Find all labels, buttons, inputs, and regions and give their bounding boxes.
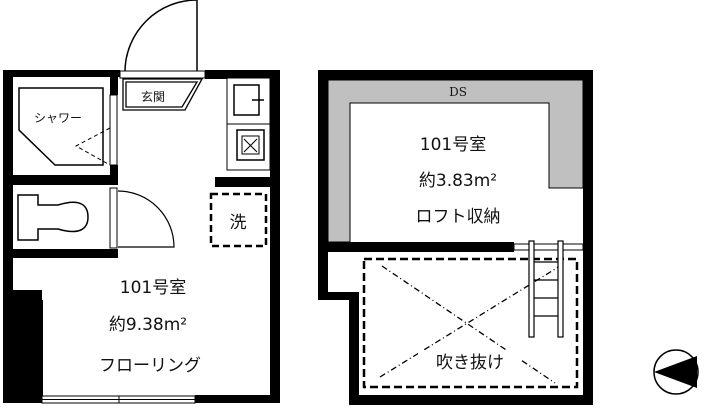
void-area [362, 257, 579, 389]
shower-door-swing [74, 127, 111, 166]
room-area: 約9.38m² [109, 315, 187, 335]
entrance-threshold [119, 70, 206, 79]
stove-icon [236, 129, 265, 161]
outer-wall-bottom [195, 395, 280, 403]
toilet-door-frame [109, 187, 118, 249]
loft-wall [328, 242, 514, 252]
interior-wall [13, 249, 118, 258]
floor-type: フローリング [99, 356, 201, 376]
shower-label: シャワー [34, 111, 82, 125]
interior-wall [215, 177, 270, 187]
compass-icon [653, 349, 699, 395]
shower-door-frame [109, 94, 118, 166]
loft-area: 約3.83m² [419, 171, 497, 191]
interior-wall [13, 175, 118, 185]
outer-wall-left [3, 70, 42, 403]
loft-room-number: 101号室 [420, 135, 486, 155]
ladder-icon [528, 240, 564, 338]
first-floor-plan: 玄関 シャワー 洗 101号室 約9.38m² フローリング [3, 0, 280, 404]
toilet-door[interactable] [117, 190, 175, 248]
washer-label: 洗 [230, 213, 247, 233]
shower-wall [110, 77, 118, 95]
toilet-icon [17, 194, 89, 241]
loft-room-type: ロフト収納 [416, 207, 501, 227]
outer-wall-top-right [205, 70, 280, 79]
ds-label: DS [449, 85, 467, 99]
entrance-area [122, 78, 204, 111]
loft-plan: DS 吹き抜け 101号室 約3.83m² ロフト収納 [318, 70, 593, 405]
washer-space [209, 192, 268, 248]
entrance-label: 玄関 [141, 89, 165, 104]
sink-icon [233, 84, 264, 116]
shower-tray [18, 87, 104, 166]
void-label: 吹き抜け [436, 353, 504, 373]
outer-wall-right [270, 70, 280, 403]
entrance-door[interactable] [124, 0, 198, 72]
void-cross [379, 265, 561, 384]
room-number: 101号室 [120, 278, 186, 298]
loft-edge [513, 243, 584, 251]
window [41, 395, 196, 404]
